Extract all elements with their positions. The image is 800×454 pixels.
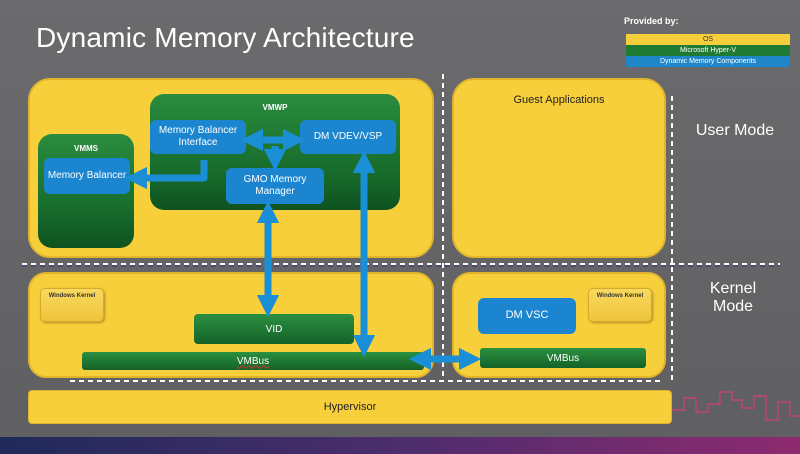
guest-user-mode-box: Guest Applications (452, 78, 666, 258)
parent-vmbus: VMBus (82, 352, 424, 370)
hypervisor-bar: Hypervisor (28, 390, 672, 424)
memory-balancer-interface: Memory Balancer Interface (150, 120, 246, 154)
slide-title: Dynamic Memory Architecture (36, 22, 415, 53)
guest-windows-kernel: Windows Kernel (588, 288, 652, 322)
kernel-mode-line1: Kernel (709, 280, 757, 297)
guest-applications-label: Guest Applications (513, 94, 605, 106)
kernel-mode-label: Kernel Mode (690, 280, 776, 316)
arrow-balancer-interface (124, 160, 208, 190)
gmo-memory-manager: GMO Memory Manager (226, 168, 324, 204)
kernel-mode-line2: Mode (712, 298, 754, 315)
dm-vsc: DM VSC (478, 298, 576, 334)
connector-arrows (124, 128, 482, 371)
vid-box: VID (194, 314, 354, 344)
bottom-strip (0, 437, 800, 454)
legend-heading: Provided by: (624, 16, 679, 26)
dm-vdev-vsp: DM VDEV/VSP (300, 120, 396, 154)
legend-os: OS (626, 34, 790, 45)
legend-hyperv: Microsoft Hyper-V (626, 45, 790, 56)
parent-vmbus-label: VMBus (236, 355, 270, 367)
user-mode-label: User Mode (695, 122, 775, 139)
legend-dm-components: Dynamic Memory Components (626, 56, 790, 67)
partition-separators (22, 74, 780, 382)
parent-windows-kernel: Windows Kernel (40, 288, 104, 322)
guest-vmbus: VMBus (480, 348, 646, 368)
decorative-line (672, 391, 800, 421)
memory-balancer: Memory Balancer (44, 158, 130, 194)
vmwp-label: VMWP (262, 103, 288, 112)
vmms-label: VMMS (74, 144, 98, 153)
